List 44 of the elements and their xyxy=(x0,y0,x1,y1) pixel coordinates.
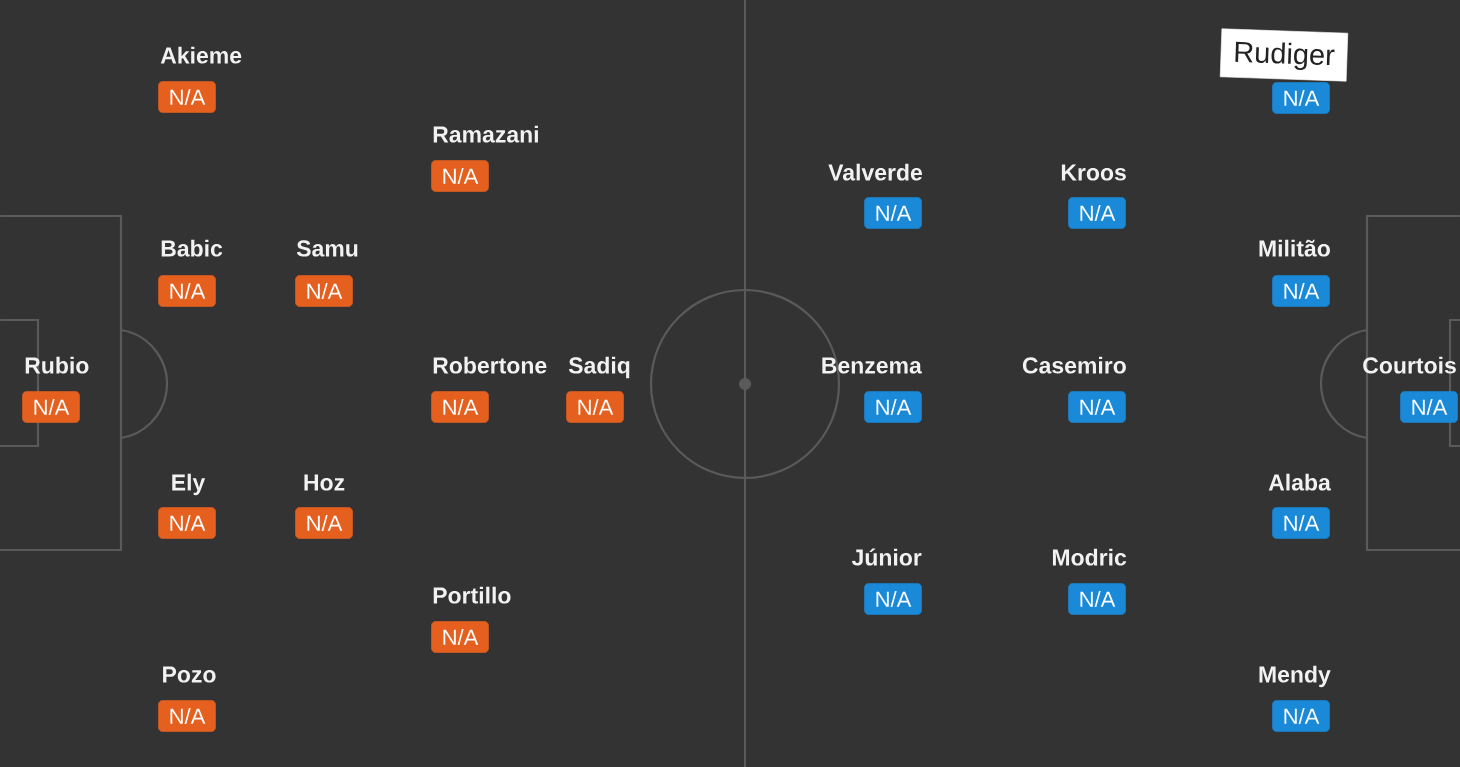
rating-badge: N/A xyxy=(864,583,922,615)
rating-badge: N/A xyxy=(158,81,216,113)
rating-badge: N/A xyxy=(1272,700,1330,732)
rating-badge: N/A xyxy=(431,160,489,192)
player-name: Ramazani xyxy=(433,125,538,143)
rating-badge: N/A xyxy=(158,507,216,539)
rating-badge: N/A xyxy=(158,700,216,732)
player-name: Benzema xyxy=(822,357,922,374)
player-name: Modric xyxy=(1052,548,1127,566)
player-name: Alaba xyxy=(1268,473,1331,491)
player-name: Portillo xyxy=(433,586,511,604)
rating-badge: N/A xyxy=(566,391,624,423)
player-name: Hoz xyxy=(304,474,345,491)
rating-badge: N/A xyxy=(1400,391,1458,423)
player-name: Casemiro xyxy=(1022,356,1126,374)
rating-badge: N/A xyxy=(295,275,353,307)
player-name: Courtois xyxy=(1363,356,1456,374)
rating-badge: N/A xyxy=(158,275,216,307)
rating-badge: N/A xyxy=(1068,197,1126,229)
player-name: Kroos xyxy=(1061,164,1126,181)
player-name: Ely xyxy=(172,473,206,496)
player-name: Sadiq xyxy=(568,356,630,379)
rating-badge: N/A xyxy=(864,197,922,229)
player-name: Militão xyxy=(1259,239,1330,257)
player-name: Pozo xyxy=(163,666,216,683)
player-name: Robertone xyxy=(433,356,547,374)
player-name: Babic xyxy=(161,239,223,257)
rating-badge: N/A xyxy=(864,391,922,423)
player-name: Rubio xyxy=(25,356,89,374)
player-name: Akieme xyxy=(160,46,242,64)
player-name: Valverde xyxy=(828,163,923,181)
rating-badge: N/A xyxy=(22,391,80,423)
rating-badge: N/A xyxy=(1272,507,1330,539)
rating-badge: N/A xyxy=(431,391,489,423)
player-name: Júnior xyxy=(851,548,922,566)
rating-badge: N/A xyxy=(1068,583,1126,615)
player-name: Mendy xyxy=(1259,665,1331,688)
rating-badge: N/A xyxy=(1272,275,1330,307)
rating-badge: N/A xyxy=(431,621,489,653)
rating-badge: N/A xyxy=(1272,82,1330,114)
name-label: Rudiger xyxy=(1219,28,1349,82)
rating-badge: N/A xyxy=(295,507,353,539)
player-name: Samu xyxy=(296,240,358,257)
rating-badge: N/A xyxy=(1068,391,1126,423)
